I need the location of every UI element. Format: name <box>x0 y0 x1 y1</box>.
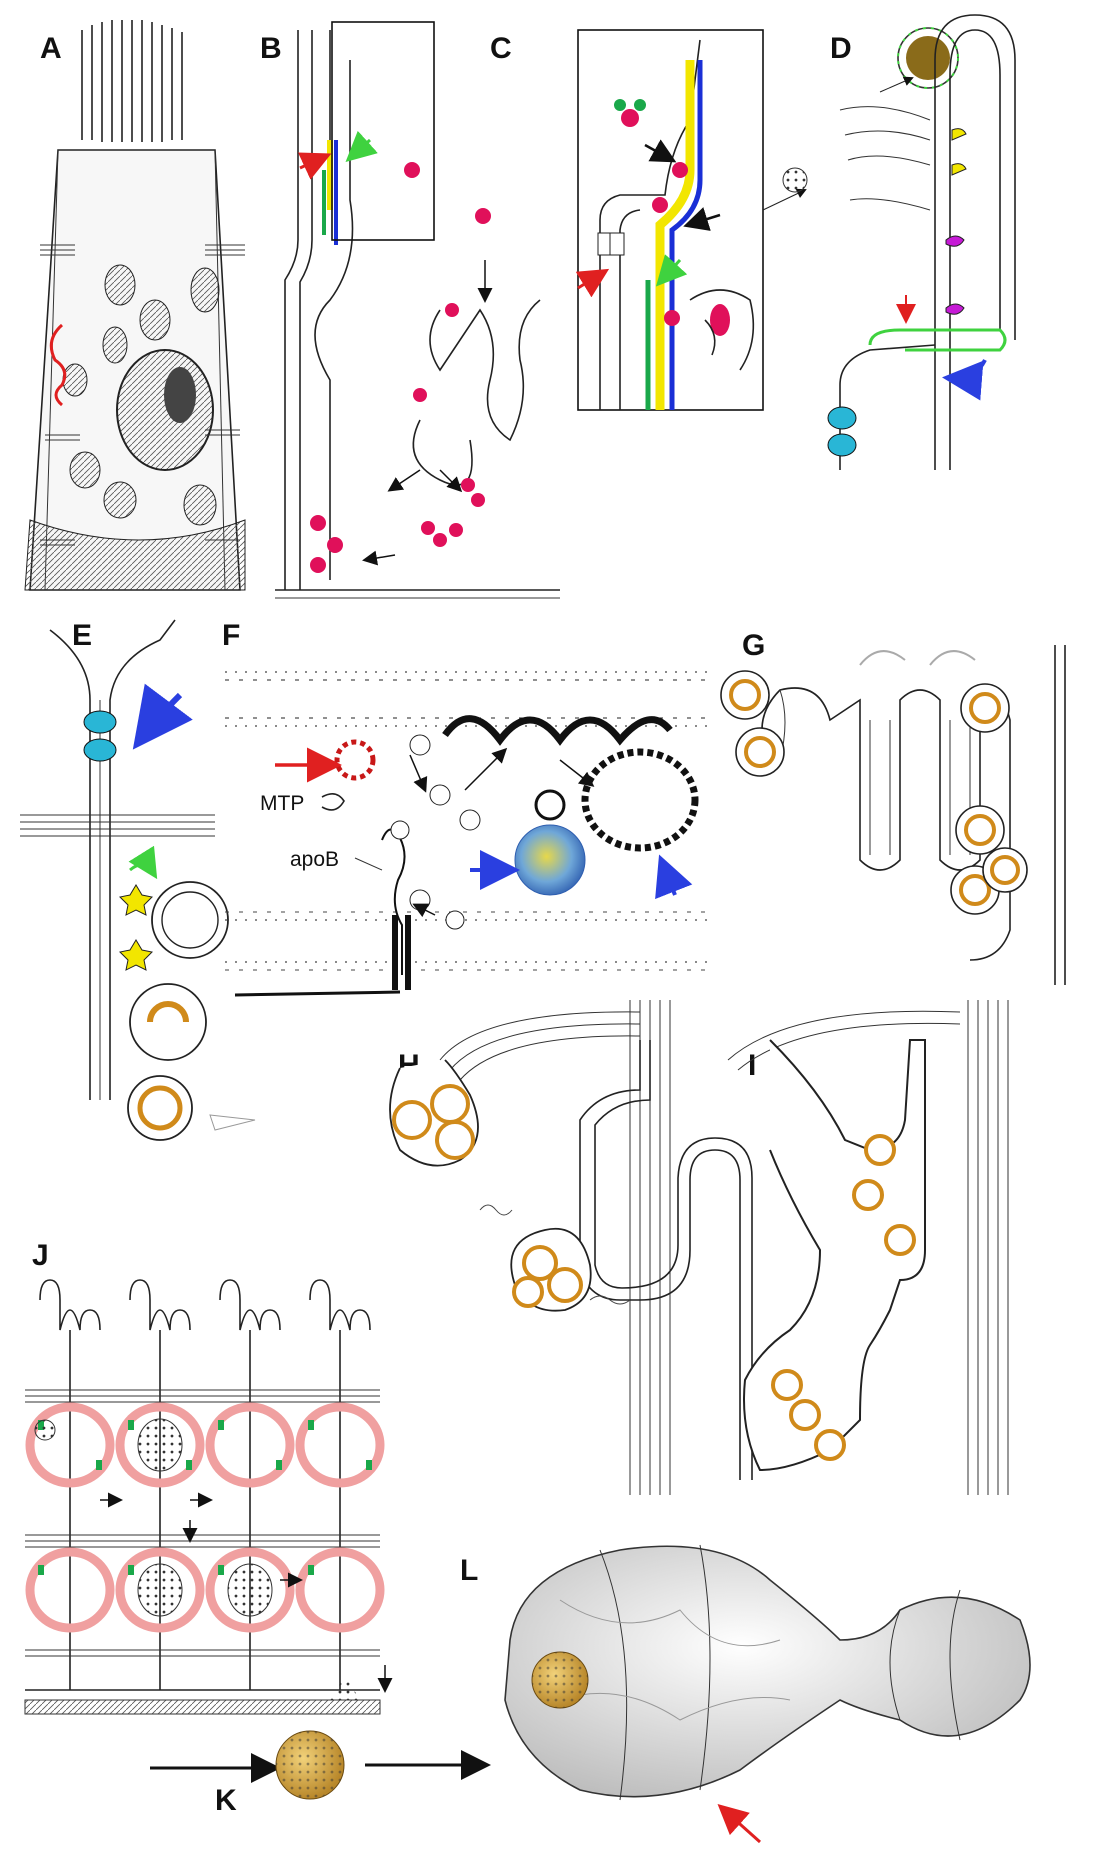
panel-i: I <box>727 1000 1009 1495</box>
er-lumen-bilayer <box>442 715 673 746</box>
tight-junction-d <box>827 406 857 457</box>
vesicles-g <box>720 670 1028 915</box>
blue-arrow-d <box>942 359 987 401</box>
desmosomes <box>40 244 245 546</box>
panel-label-i: I <box>748 1049 756 1082</box>
panel-label-j: J <box>32 1239 49 1272</box>
interstitial-lines-h <box>439 1011 641 1081</box>
vesicles-h-bottom <box>512 1245 583 1308</box>
apolipoprotein-particles-c <box>614 99 688 326</box>
vesicle-closed-e <box>127 1075 193 1141</box>
lateral-membrane-fold-red <box>49 323 67 407</box>
panel-g: G <box>720 629 1066 985</box>
panel-l: L <box>460 1544 1031 1844</box>
panel-label-g: G <box>742 629 765 662</box>
enterocyte-mitochondria <box>62 264 220 526</box>
yellow-proteins-d <box>951 128 967 176</box>
panel-b: B <box>260 21 560 599</box>
panel-label-d: D <box>830 32 852 65</box>
green-arrow-b <box>345 130 378 163</box>
time-series-cells-j <box>24 1279 381 1715</box>
green-loop-d <box>868 328 1007 352</box>
membrane-fold-c <box>689 289 755 371</box>
red-vesicle-c <box>710 304 730 336</box>
panel-h: H <box>389 1000 753 1495</box>
panel-e: E <box>20 619 256 1141</box>
lymph-vessel-l <box>504 1545 1031 1798</box>
folded-membrane-h <box>579 1040 741 1480</box>
panel-f: F MTP apoB <box>222 619 710 997</box>
apob-label: apoB <box>290 848 339 871</box>
lipid-cargo-j <box>34 1418 360 1700</box>
mtp-red-particle <box>334 739 376 781</box>
vesicle-forming-e <box>129 983 207 1061</box>
wavy-lipids-d <box>839 106 931 211</box>
vesicles-h-top <box>392 1084 475 1160</box>
panel-label-e: E <box>72 619 92 652</box>
magenta-proteins-d <box>945 235 965 315</box>
inset-box-b <box>331 21 435 241</box>
tight-junction-e <box>83 710 117 762</box>
mtp-icon <box>321 793 345 811</box>
chylomicron-particles-b <box>310 162 491 573</box>
panel-d: D <box>782 14 1016 470</box>
panel-label-a: A <box>40 32 62 65</box>
chylomicron-structure-d <box>897 27 959 89</box>
basolateral-membrane-outline <box>284 30 354 590</box>
panel-a: A <box>24 20 246 591</box>
red-arrow-c <box>575 268 610 298</box>
er-membrane-top <box>225 671 710 727</box>
basal-membrane-g <box>1054 645 1066 985</box>
red-arrow-b <box>297 152 332 180</box>
lipoprotein-model-f <box>514 824 586 896</box>
lateral-membranes-e <box>49 619 176 1100</box>
panel-label-c: C <box>490 32 512 65</box>
panel-label-b: B <box>260 32 282 65</box>
panel-j: J <box>24 1239 393 1715</box>
panel-k: K <box>150 1730 491 1817</box>
mtp-label: MTP <box>260 792 304 815</box>
panel-label-f: F <box>222 619 240 652</box>
green-arrow-c <box>655 254 688 287</box>
interdigitating-membranes-b <box>412 299 541 486</box>
enterocyte-microvilli <box>81 20 183 142</box>
pre-chylomicron-f <box>581 748 699 852</box>
panel-label-l: L <box>460 1554 478 1587</box>
vesicles-i <box>771 1134 916 1461</box>
pink-membrane-loops-j <box>25 1402 385 1633</box>
blue-arrow-e <box>132 683 193 750</box>
panel-c: C <box>490 29 807 411</box>
micelle-cluster-d <box>782 167 808 193</box>
red-arrow-l <box>717 1803 762 1844</box>
villus-membrane-d <box>934 14 1016 470</box>
blue-arrow-f-right <box>655 854 693 900</box>
panel-label-k: K <box>215 1784 237 1817</box>
enterocyte-nucleus <box>116 349 214 471</box>
er-membrane-bottom <box>225 911 710 971</box>
